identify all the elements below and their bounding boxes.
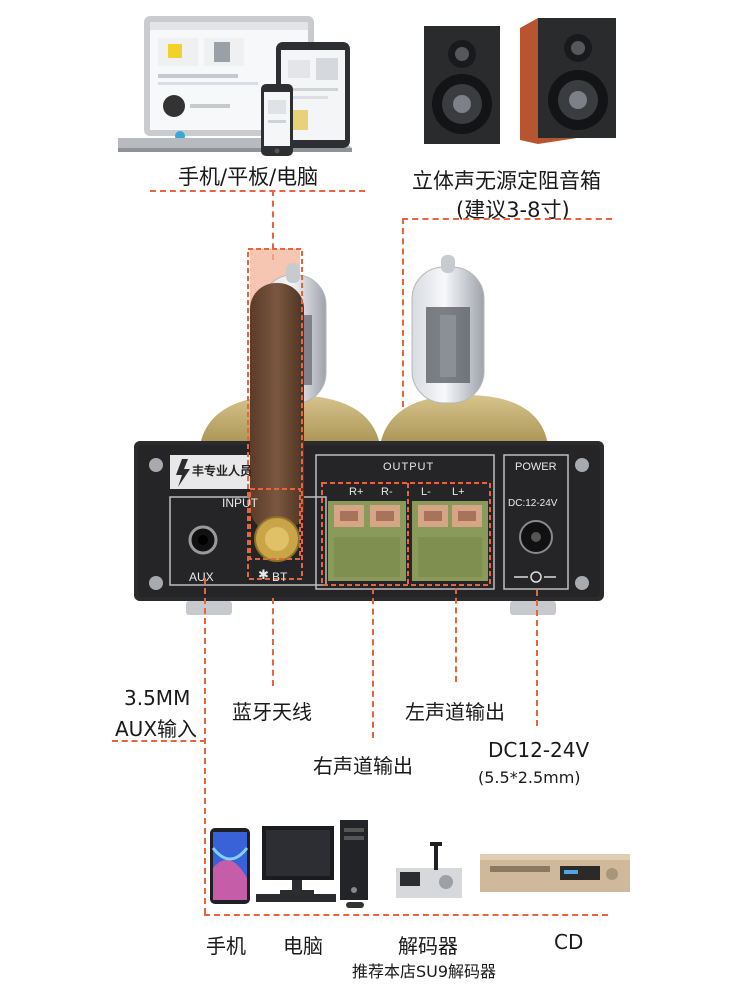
aux-label-line1: 3.5MM <box>124 686 191 710</box>
left-output-line <box>455 588 457 682</box>
recommend-label: 推荐本店SU9解码器 <box>352 962 497 981</box>
antenna-highlight-frame <box>247 248 303 580</box>
cd-label: CD <box>554 930 584 954</box>
right-output-line <box>372 588 374 738</box>
output-title: OUTPUT <box>383 461 435 473</box>
speaker-label-line1: 立体声无源定阻音箱 <box>412 169 601 193</box>
terminal-block-right <box>328 501 406 581</box>
power-title: POWER <box>515 461 557 473</box>
lightning-icon <box>176 459 190 487</box>
bt-icon: ✱ <box>258 567 269 582</box>
input-title: INPUT <box>222 496 258 510</box>
output-highlight <box>321 482 491 586</box>
bluetooth-antenna-icon <box>249 283 304 562</box>
terminal-r-minus: R- <box>381 486 393 498</box>
bt-text: BT <box>272 570 288 584</box>
bt-callout-line <box>272 190 274 260</box>
foot-left <box>186 601 232 615</box>
terminal-block-left <box>412 501 488 581</box>
sources-illustration <box>210 820 630 908</box>
devices-underline <box>150 190 365 192</box>
polarity-icon <box>530 571 542 583</box>
desktop-computer-icon <box>256 820 368 908</box>
cd-player-icon <box>480 854 630 892</box>
aux-underline <box>112 740 206 742</box>
dc-label-line2: (5.5*2.5mm) <box>478 768 581 787</box>
tube-base-right <box>380 395 548 445</box>
aux-label-line2: AUX输入 <box>115 717 198 741</box>
screw-icon <box>575 458 589 472</box>
devices-illustration <box>118 16 352 156</box>
screw-icon <box>575 576 589 590</box>
right-output-label: 右声道输出 <box>313 754 413 778</box>
source-devices-label: 手机/平板/电脑 <box>178 165 319 189</box>
aux-callout-line <box>204 578 206 914</box>
bt-down-line <box>272 598 274 686</box>
decoder-icon <box>396 842 462 898</box>
bt-antenna-label: 蓝牙天线 <box>232 700 312 724</box>
decoder-label: 解码器 <box>398 934 458 958</box>
left-output-label: 左声道输出 <box>405 700 505 724</box>
dc-text: DC:12-24V <box>508 498 558 509</box>
sources-underline <box>204 914 608 916</box>
smartphone-icon <box>210 828 250 904</box>
terminal-l-minus: L- <box>421 486 431 498</box>
screw-icon <box>149 576 163 590</box>
output-frame <box>315 454 495 590</box>
speakers-illustration <box>424 18 616 144</box>
screw-icon <box>149 458 163 472</box>
speaker-underline <box>402 218 612 220</box>
terminal-r-plus: R+ <box>349 486 364 498</box>
amplifier-illustration <box>134 248 604 615</box>
dc-callout-line <box>536 590 538 726</box>
phone-label: 手机 <box>206 934 246 958</box>
dc-label-line1: DC12-24V <box>488 738 590 762</box>
aux-text: AUX <box>189 570 214 584</box>
phone-icon <box>261 84 293 156</box>
vacuum-tube-right-icon <box>411 255 485 404</box>
terminal-l-plus: L+ <box>452 486 465 498</box>
speaker-right-icon <box>520 18 616 144</box>
speaker-left-icon <box>424 26 500 144</box>
brand-text: 丰专业人员 <box>192 464 253 478</box>
power-frame <box>503 454 569 590</box>
output-callout-line <box>402 218 404 468</box>
computer-label: 电脑 <box>283 934 323 958</box>
foot-right <box>510 601 556 615</box>
